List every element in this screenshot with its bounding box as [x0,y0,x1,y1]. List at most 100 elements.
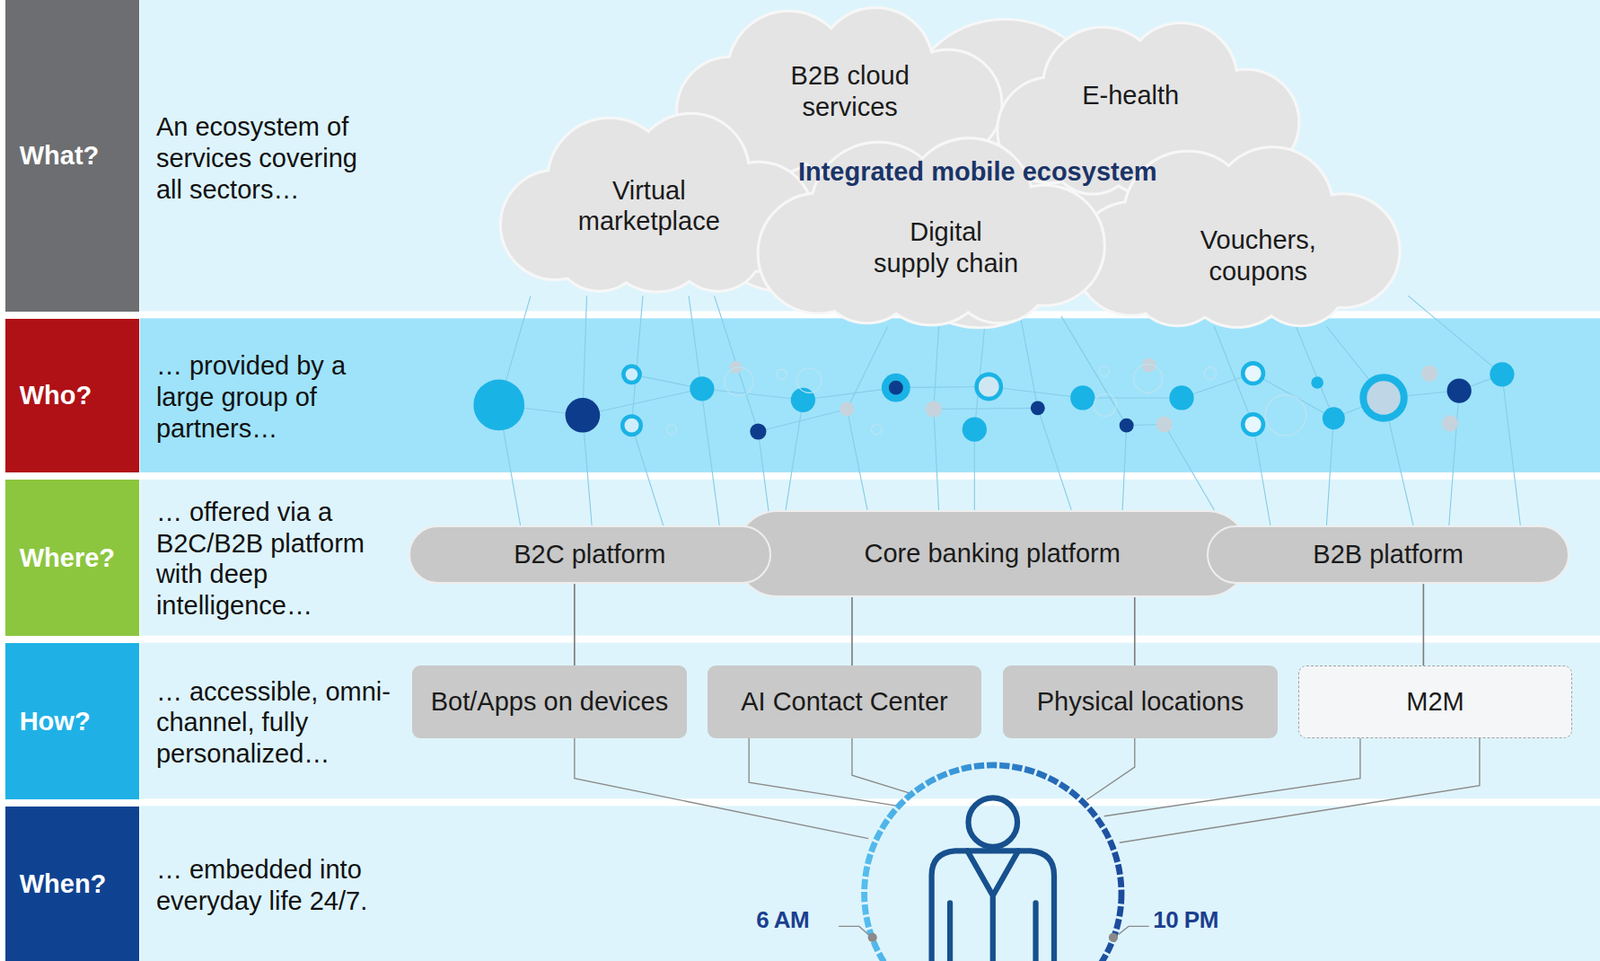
cloud-text-holder: B2B cloud services [773,60,926,124]
network-line [1164,424,1215,510]
network-line [702,388,804,400]
partner-dot [724,367,754,396]
partner-dot [1134,364,1163,394]
row-label-text: Who? [19,379,93,412]
node-text: Physical locations [1037,685,1245,718]
network-line [846,408,868,510]
network-line [933,325,940,409]
time-label: 6 AM [756,906,809,935]
leader-line [838,925,869,934]
network-line [1082,396,1182,398]
partner-dot [1322,406,1346,430]
label-holder: An ecosystem of services covering all se… [156,111,386,205]
network-line [631,425,663,526]
channel-line [1086,737,1135,800]
row-band [140,805,1600,961]
person-icon [931,797,1055,961]
partner-dot [776,369,787,379]
platform-pill: B2C platform [408,525,773,584]
time-dot [868,932,878,942]
person-collar [967,850,1019,961]
network-line [582,295,588,415]
label-holder: Integrated mobile ecosystem [798,156,1158,188]
node-text: B2C platform [513,538,666,571]
label-holder: 6 AM [756,906,809,935]
row-description: … offered via a B2C/B2B platform with de… [156,496,404,622]
network-line [1037,407,1073,510]
partner-dot [1362,377,1404,418]
network-line [714,295,759,431]
partner-dot [881,373,911,403]
node-text: Vouchers, coupons [1186,224,1330,288]
partner-dot [1242,362,1264,384]
partner-dot [623,366,640,383]
row-label: What? [5,0,140,312]
network-line [1449,390,1460,526]
partner-dot [1169,385,1194,410]
person-head [968,797,1019,847]
partner-dot [1242,413,1264,435]
node-text: Core banking platform [864,537,1121,570]
label-holder: … offered via a B2C/B2B platform with de… [156,496,404,622]
network-line [757,408,847,431]
cloud-text-holder: Vouchers, coupons [1186,224,1330,288]
channel-line [1119,737,1480,843]
time-label: 10 PM [1152,906,1219,935]
label-holder: … provided by a large group of partners… [156,350,388,444]
partner-dot [666,424,677,435]
row-label-text: When? [19,868,107,900]
network-line [1061,316,1127,426]
network-line [846,325,888,409]
partner-dot [1156,415,1173,432]
row-label-text: How? [19,705,91,738]
platform-pill: Core banking platform [734,509,1250,598]
partner-dot [689,376,714,401]
partner-dot [1447,378,1472,403]
channel-line [748,737,898,806]
network-line [1253,424,1271,526]
person-body [931,850,1055,961]
channel-box: Bot/Apps on devices [412,665,687,739]
node-text: Digital supply chain [869,216,1022,280]
channel-line [852,737,912,793]
network-line [1295,325,1334,418]
partner-dot [1030,400,1046,415]
row-label: When? [5,806,140,961]
node-text: Virtual marketplace [572,175,726,238]
day-ring [864,764,1122,961]
row-label: How? [5,642,140,800]
partner-dot [1204,367,1217,380]
connector-line [1423,583,1425,666]
channel-line [1104,737,1361,816]
channel-box-dashed: M2M [1298,665,1574,739]
cloud-text-holder: Virtual marketplace [572,175,726,238]
row-band [140,642,1600,800]
row-description: An ecosystem of services covering all se… [156,111,386,205]
row-label: Who? [5,318,140,474]
leader-line [1118,925,1150,934]
label-holder: … embedded into everyday life 24/7. [156,854,404,918]
row-description: … accessible, omni-channel, fully person… [156,675,404,769]
partner-dot [962,417,987,442]
channel-box: AI Contact Center [707,665,983,739]
label-holder: 10 PM [1152,906,1219,935]
partner-dot [1093,393,1117,416]
network-line [1407,295,1503,374]
connector-line [1134,597,1136,666]
row-label-text: What? [19,140,100,172]
row-band [140,317,1600,473]
network-line [933,407,1038,409]
label-holder: … accessible, omni-channel, fully person… [156,675,404,769]
node-text: B2B platform [1312,538,1464,571]
node-text: M2M [1406,685,1464,718]
network-line [1122,425,1127,510]
partner-dot [1489,361,1514,387]
node-text: B2B cloud services [773,60,926,124]
network-line [933,408,940,510]
partner-dot [797,368,822,393]
channel-line [574,737,869,838]
partner-dot [565,397,601,433]
partner-dot [473,379,525,431]
